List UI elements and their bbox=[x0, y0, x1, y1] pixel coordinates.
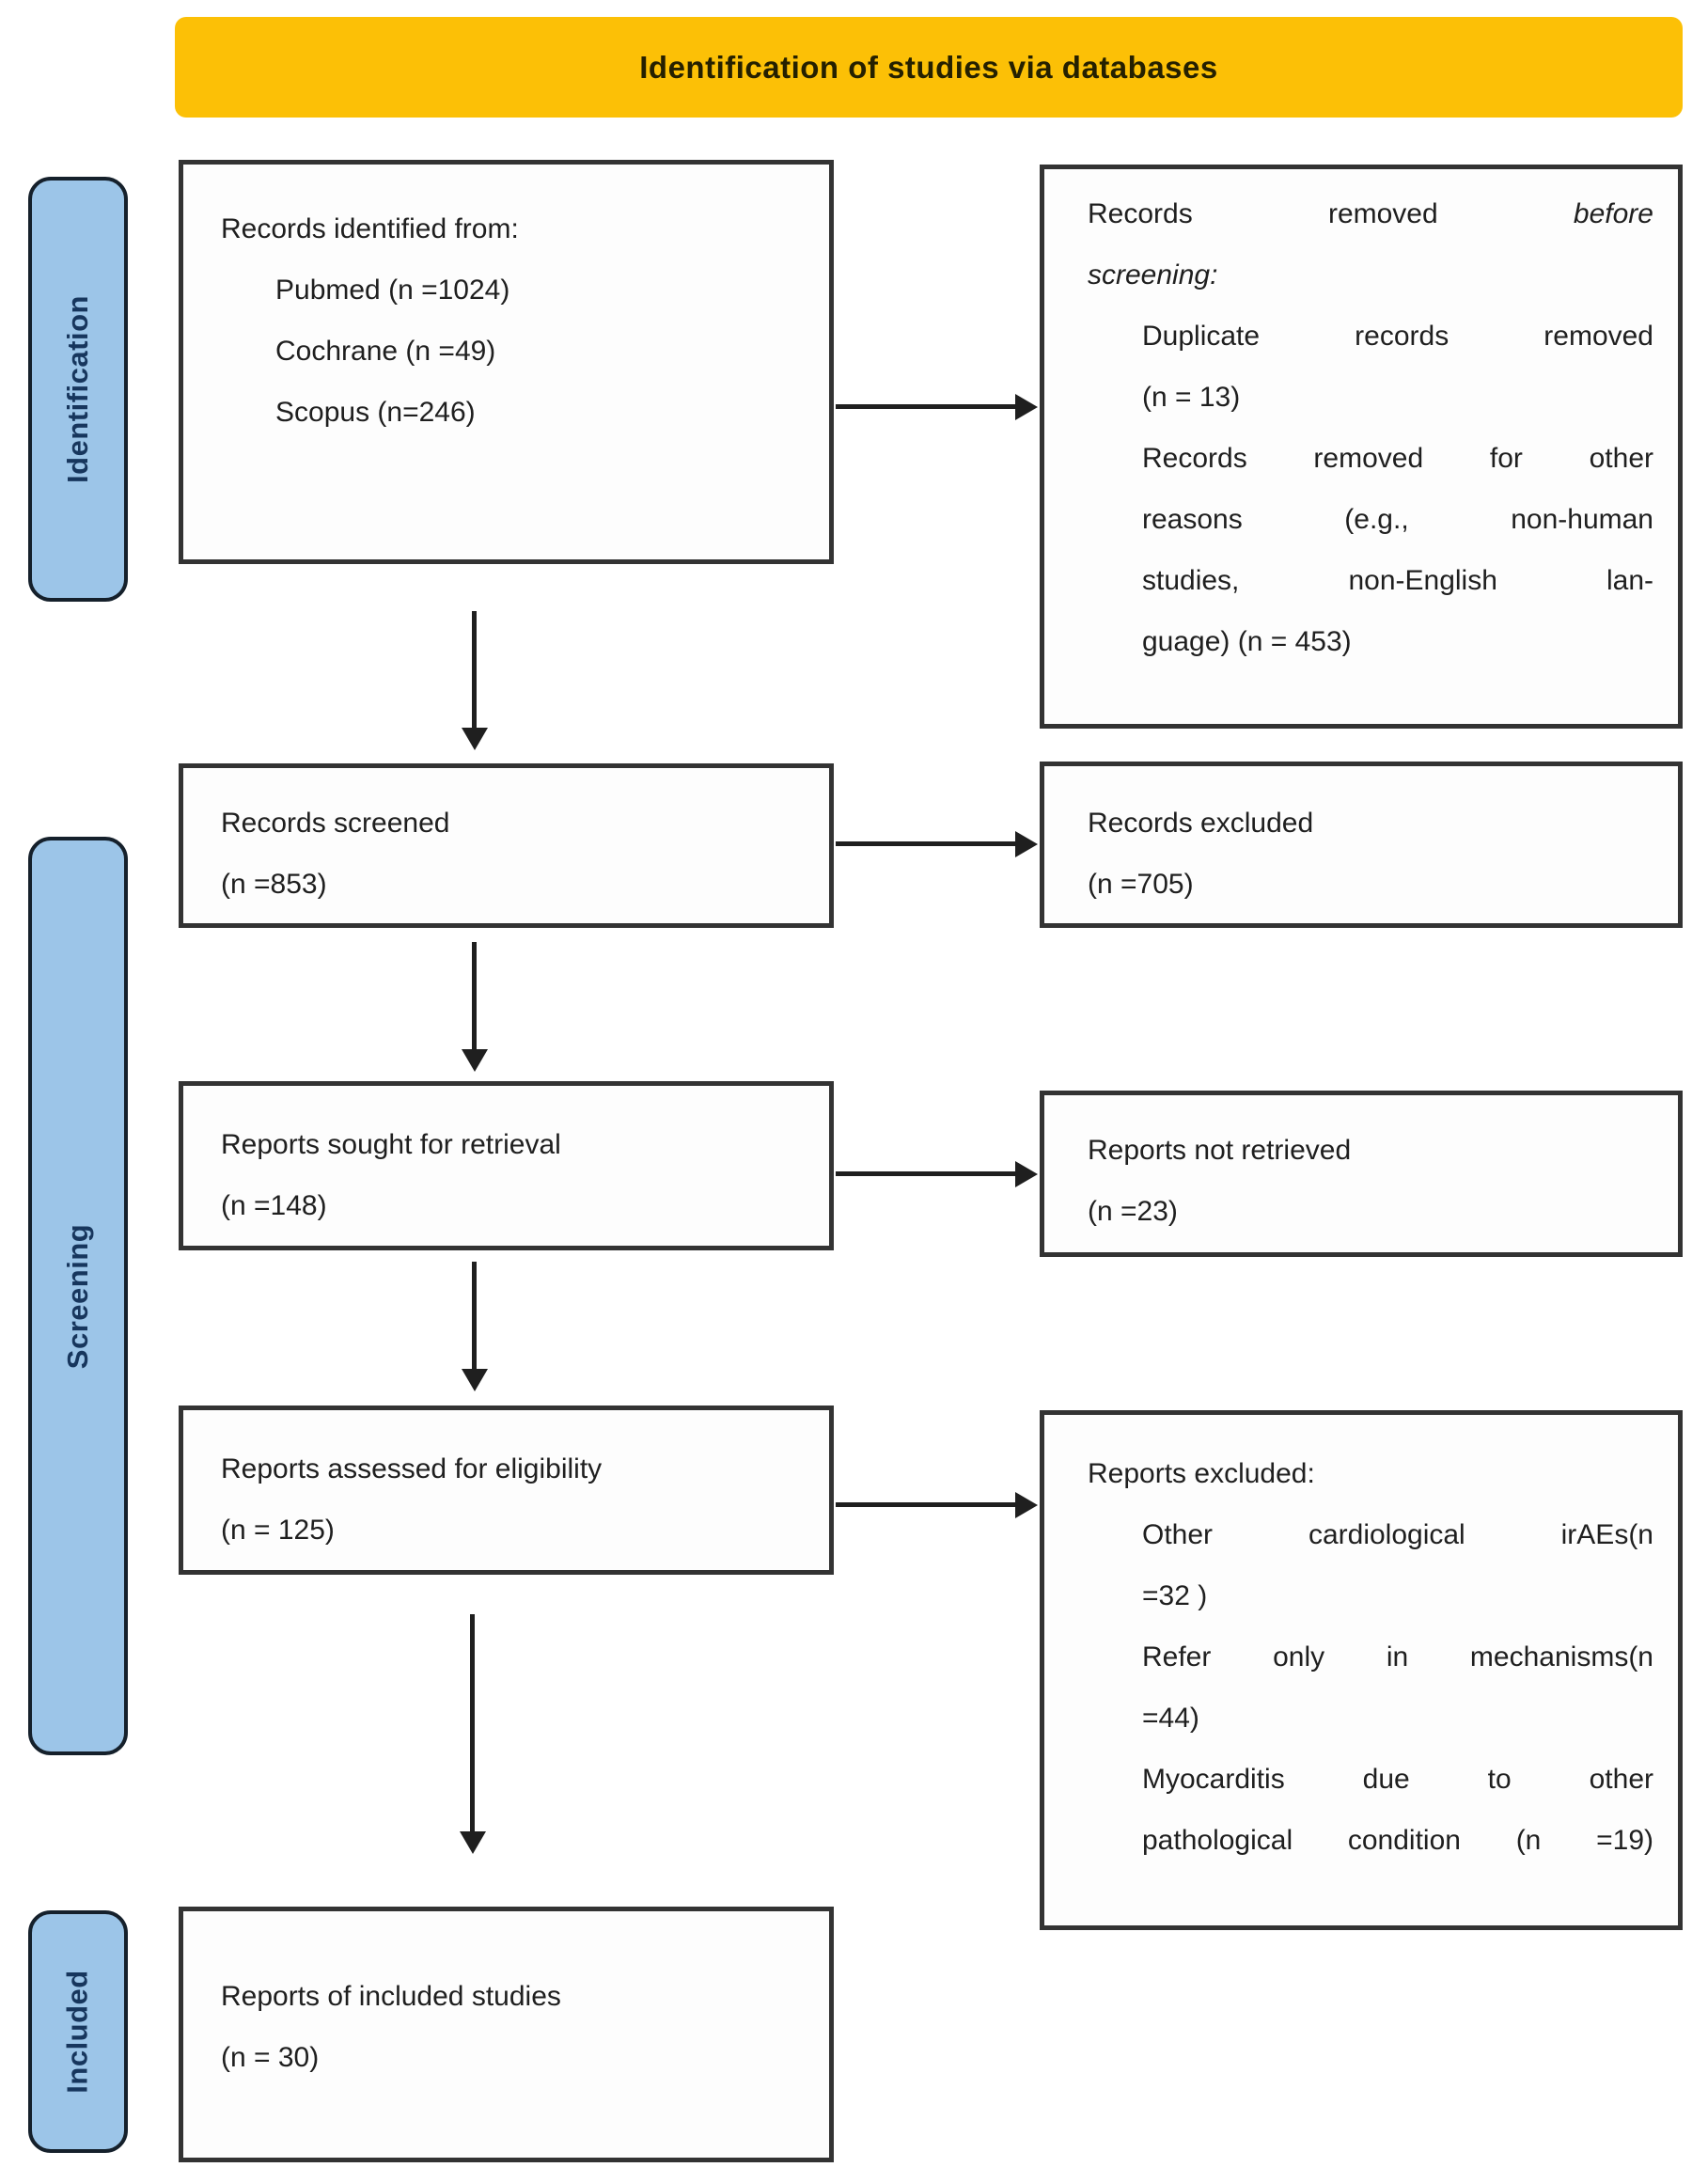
text-segment-italic: before bbox=[1573, 198, 1653, 229]
text-line: Pubmed (n =1024) bbox=[275, 275, 510, 306]
text-line: Other cardiological irAEs(n bbox=[1142, 1519, 1653, 1550]
text-line: (n =705) bbox=[1088, 869, 1194, 900]
box-records-excluded: Records excluded (n =705) bbox=[1040, 762, 1683, 928]
text-line: Records removed before bbox=[1088, 183, 1653, 244]
text-line: screening: bbox=[1088, 259, 1218, 291]
arrow-screened-to-excluded bbox=[836, 841, 1016, 846]
box-reports-assessed: Reports assessed for eligibility (n = 12… bbox=[179, 1406, 834, 1575]
text-line: Reports excluded: bbox=[1088, 1458, 1315, 1489]
text-line: (n =23) bbox=[1088, 1196, 1178, 1227]
text-line: (n =148) bbox=[221, 1190, 327, 1221]
stage-bar-included: Included bbox=[28, 1910, 128, 2153]
text-line: Cochrane (n =49) bbox=[275, 336, 496, 367]
text-line: pathological condition (n =19) bbox=[1142, 1825, 1653, 1856]
arrow-identified-to-removed bbox=[836, 404, 1016, 409]
banner-title: Identification of studies via databases bbox=[175, 17, 1683, 118]
box-records-identified: Records identified from: Pubmed (n =1024… bbox=[179, 160, 834, 564]
box-reports-sought: Reports sought for retrieval (n =148) bbox=[179, 1081, 834, 1250]
stage-bar-screening: Screening bbox=[28, 837, 128, 1755]
text-line: Records removed for other bbox=[1142, 443, 1653, 474]
stage-label-included: Included bbox=[61, 1970, 95, 2094]
arrow-screened-to-sought bbox=[472, 942, 477, 1050]
box-reports-not-retrieved: Reports not retrieved (n =23) bbox=[1040, 1091, 1683, 1257]
arrow-sought-to-assessed bbox=[472, 1262, 477, 1370]
stage-label-identification: Identification bbox=[61, 295, 95, 483]
text-line: Reports sought for retrieval bbox=[221, 1129, 561, 1160]
stage-label-screening: Screening bbox=[61, 1223, 95, 1369]
box-reports-excluded: Reports excluded: Other cardiological ir… bbox=[1040, 1410, 1683, 1930]
text-line: (n =853) bbox=[221, 869, 327, 900]
stage-bar-identification: Identification bbox=[28, 177, 128, 602]
arrow-sought-to-not-retrieved bbox=[836, 1171, 1016, 1176]
arrow-identified-to-screened bbox=[472, 611, 477, 729]
text-line: Records screened bbox=[221, 808, 450, 839]
text-line: Reports of included studies bbox=[221, 1981, 561, 2012]
text-line: Refer only in mechanisms(n bbox=[1142, 1641, 1653, 1673]
box-included-studies: Reports of included studies (n = 30) bbox=[179, 1907, 834, 2162]
box-records-screened: Records screened (n =853) bbox=[179, 763, 834, 928]
text-line: (n = 125) bbox=[221, 1515, 335, 1546]
arrow-assessed-to-included bbox=[470, 1614, 475, 1832]
text-line: =44) bbox=[1142, 1703, 1199, 1734]
text-line: =32 ) bbox=[1142, 1580, 1208, 1611]
text-line: Records identified from: bbox=[221, 213, 519, 244]
text-line: reasons (e.g., non-human bbox=[1142, 504, 1653, 535]
box-records-removed: Records removed before screening: Duplic… bbox=[1040, 165, 1683, 729]
arrow-assessed-to-reports-excluded bbox=[836, 1502, 1016, 1507]
text-line: (n = 13) bbox=[1142, 382, 1241, 413]
text-line: Records excluded bbox=[1088, 808, 1314, 839]
text-line: Scopus (n=246) bbox=[275, 397, 476, 428]
text-segment: Records removed bbox=[1088, 198, 1438, 229]
text-line: Reports assessed for eligibility bbox=[221, 1453, 603, 1484]
text-line: Myocarditis due to other bbox=[1142, 1764, 1653, 1795]
text-line: Reports not retrieved bbox=[1088, 1135, 1352, 1166]
text-line: (n = 30) bbox=[221, 2042, 320, 2073]
text-line: studies, non-English lan- bbox=[1142, 565, 1653, 596]
text-line: Duplicate records removed bbox=[1142, 321, 1653, 352]
text-line: guage) (n = 453) bbox=[1142, 626, 1352, 657]
